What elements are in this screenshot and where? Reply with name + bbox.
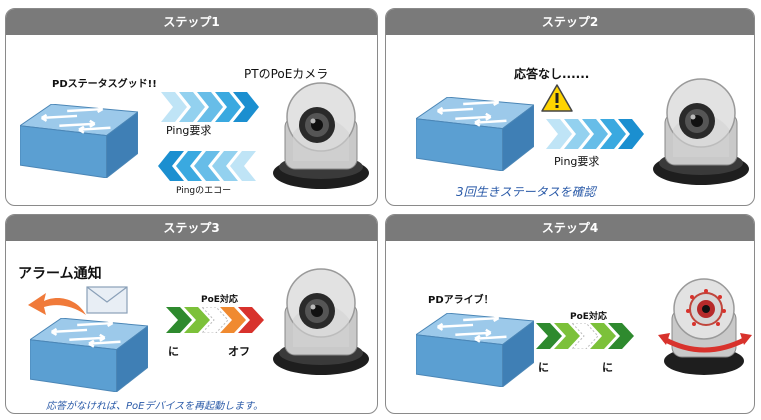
poe-power-arrows-icon bbox=[166, 307, 264, 333]
step3-state-on: に bbox=[168, 345, 179, 358]
step2-panel: ステップ2 応答なし...... Ping要求 3回生きステータスを確認 bbox=[385, 8, 755, 206]
ping-request-arrows-icon bbox=[161, 92, 261, 122]
switch-icon bbox=[30, 318, 148, 392]
ping-request-arrows-icon bbox=[546, 119, 646, 149]
step1-title: ステップ1 bbox=[6, 9, 377, 35]
step4-panel: ステップ4 PDアライブ！ PoE対応 に に bbox=[385, 214, 755, 414]
ptz-camera-active-icon bbox=[658, 278, 752, 375]
step1-status: PDステータスグッド!! bbox=[52, 79, 157, 90]
step3-poe-label: PoE対応 bbox=[201, 295, 238, 305]
ping-echo-arrows-icon bbox=[156, 151, 256, 181]
step4-poe-label: PoE対応 bbox=[570, 312, 607, 322]
step3-title: ステップ3 bbox=[6, 215, 377, 241]
ptz-camera-icon bbox=[271, 267, 371, 377]
step2-caption: 3回生きステータスを確認 bbox=[456, 185, 596, 199]
step2-title: ステップ2 bbox=[386, 9, 754, 35]
step4-status: PDアライブ！ bbox=[428, 295, 494, 306]
warning-icon bbox=[541, 84, 573, 112]
switch-icon bbox=[416, 97, 534, 171]
step3-panel: ステップ3 アラーム通知 PoE対応 に オフ 応答がなければ、PoEデバイスを… bbox=[5, 214, 378, 414]
step4-title: ステップ4 bbox=[386, 215, 754, 241]
step2-ping-request: Ping要求 bbox=[554, 155, 600, 168]
envelope-icon bbox=[86, 286, 128, 314]
alarm-arrow-icon bbox=[28, 293, 86, 315]
ptz-camera-icon bbox=[651, 77, 751, 187]
switch-icon bbox=[416, 313, 534, 387]
step1-ping-request: Ping要求 bbox=[166, 124, 212, 137]
switch-icon bbox=[20, 104, 138, 178]
step1-camera-label: PTのPoEカメラ bbox=[244, 67, 329, 81]
step2-status: 応答なし...... bbox=[514, 67, 590, 81]
step3-alarm: アラーム通知 bbox=[18, 266, 102, 282]
step1-panel: ステップ1 PDステータスグッド!! PTのPoEカメラ Ping要求 Ping… bbox=[5, 8, 378, 206]
step4-state-on-1: に bbox=[538, 361, 549, 374]
ptz-camera-icon bbox=[271, 81, 371, 191]
poe-power-arrows-icon bbox=[536, 323, 634, 349]
step3-state-off: オフ bbox=[228, 345, 250, 358]
step4-state-on-2: に bbox=[602, 361, 613, 374]
step1-ping-echo: Pingのエコー bbox=[176, 186, 232, 196]
step3-caption: 応答がなければ、PoEデバイスを再起動します。 bbox=[46, 401, 264, 412]
